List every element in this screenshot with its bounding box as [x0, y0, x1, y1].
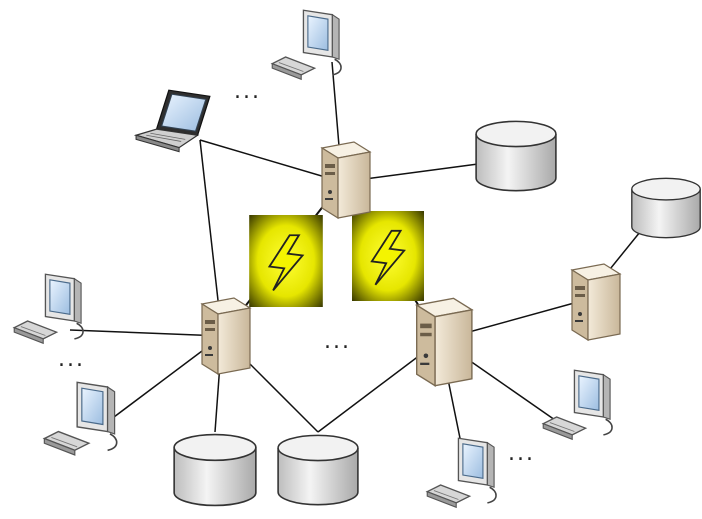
server-icon[interactable] — [571, 263, 621, 341]
ellipsis-center: ... — [324, 329, 351, 354]
workstation-icon[interactable] — [426, 437, 497, 509]
server-icon[interactable] — [201, 297, 251, 375]
workstation-icon[interactable] — [271, 9, 342, 81]
laptop-icon[interactable] — [135, 89, 211, 153]
database-icon[interactable] — [277, 434, 359, 506]
server-icon[interactable] — [415, 297, 473, 387]
ellipsis-bottom-right: ... — [508, 441, 535, 466]
server-icon[interactable] — [321, 141, 371, 219]
ellipsis-left: ... — [58, 347, 85, 372]
database-icon[interactable] — [475, 120, 557, 192]
lightning-icon — [352, 210, 424, 302]
database-icon[interactable] — [630, 177, 702, 239]
lightning-icon — [248, 215, 324, 307]
network-link-line — [199, 139, 343, 183]
workstation-icon[interactable] — [13, 273, 84, 345]
network-link-line — [69, 329, 223, 337]
workstation-icon[interactable] — [43, 381, 118, 456]
workstation-icon[interactable] — [542, 369, 613, 441]
database-icon[interactable] — [173, 433, 257, 507]
ellipsis-top: ... — [234, 79, 261, 104]
